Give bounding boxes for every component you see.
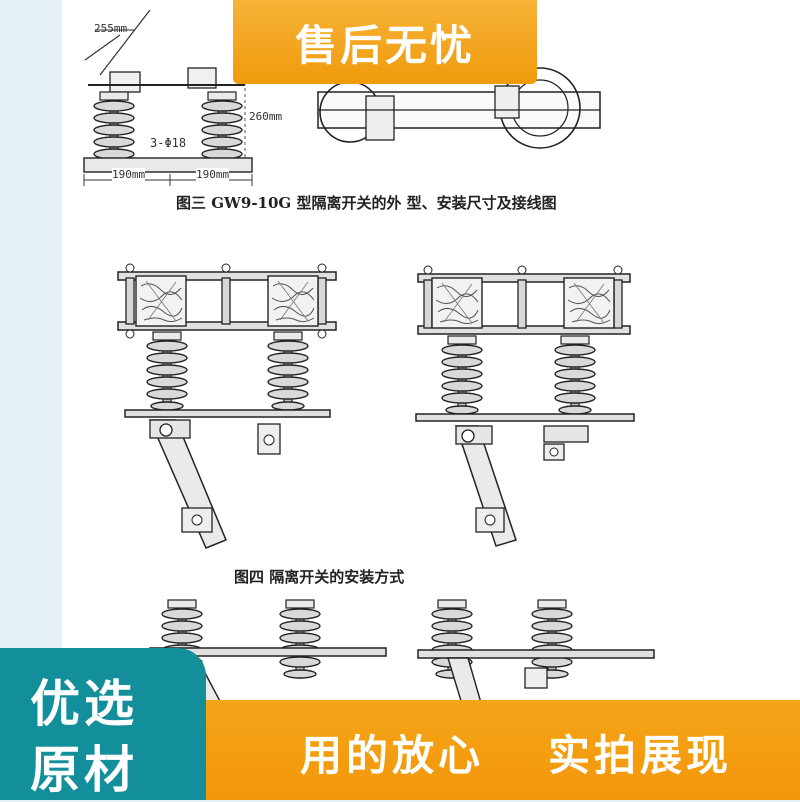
slogan-2: 实拍展现 <box>548 731 733 780</box>
top-banner-text: 售后无忧 <box>294 20 475 70</box>
figure3-drawing <box>83 9 601 186</box>
figure4-caption: 图四 隔离开关的安装方式 <box>234 568 405 586</box>
top-banner: 售后无忧 <box>233 0 537 84</box>
figure4-left-assembly <box>117 263 337 549</box>
badge-line-1: 优选 <box>30 675 138 733</box>
dim-260mm: 260mm <box>249 110 283 123</box>
dim-190mm-left: 190mm <box>112 168 146 181</box>
badge-line-2: 原材 <box>30 741 138 799</box>
quality-badge: 优选 原材 <box>0 648 206 800</box>
slogan-1: 用的放心 <box>300 731 485 780</box>
figure4-right-assembly <box>415 265 635 547</box>
dim-3-phi18: 3-Φ18 <box>150 136 187 150</box>
figure3-caption: 图三 GW9-10G 型隔离开关的外 型、安装尺寸及接线图 <box>176 194 557 212</box>
dim-190mm-right: 190mm <box>196 168 230 181</box>
dim-255mm: 255mm <box>94 22 128 35</box>
